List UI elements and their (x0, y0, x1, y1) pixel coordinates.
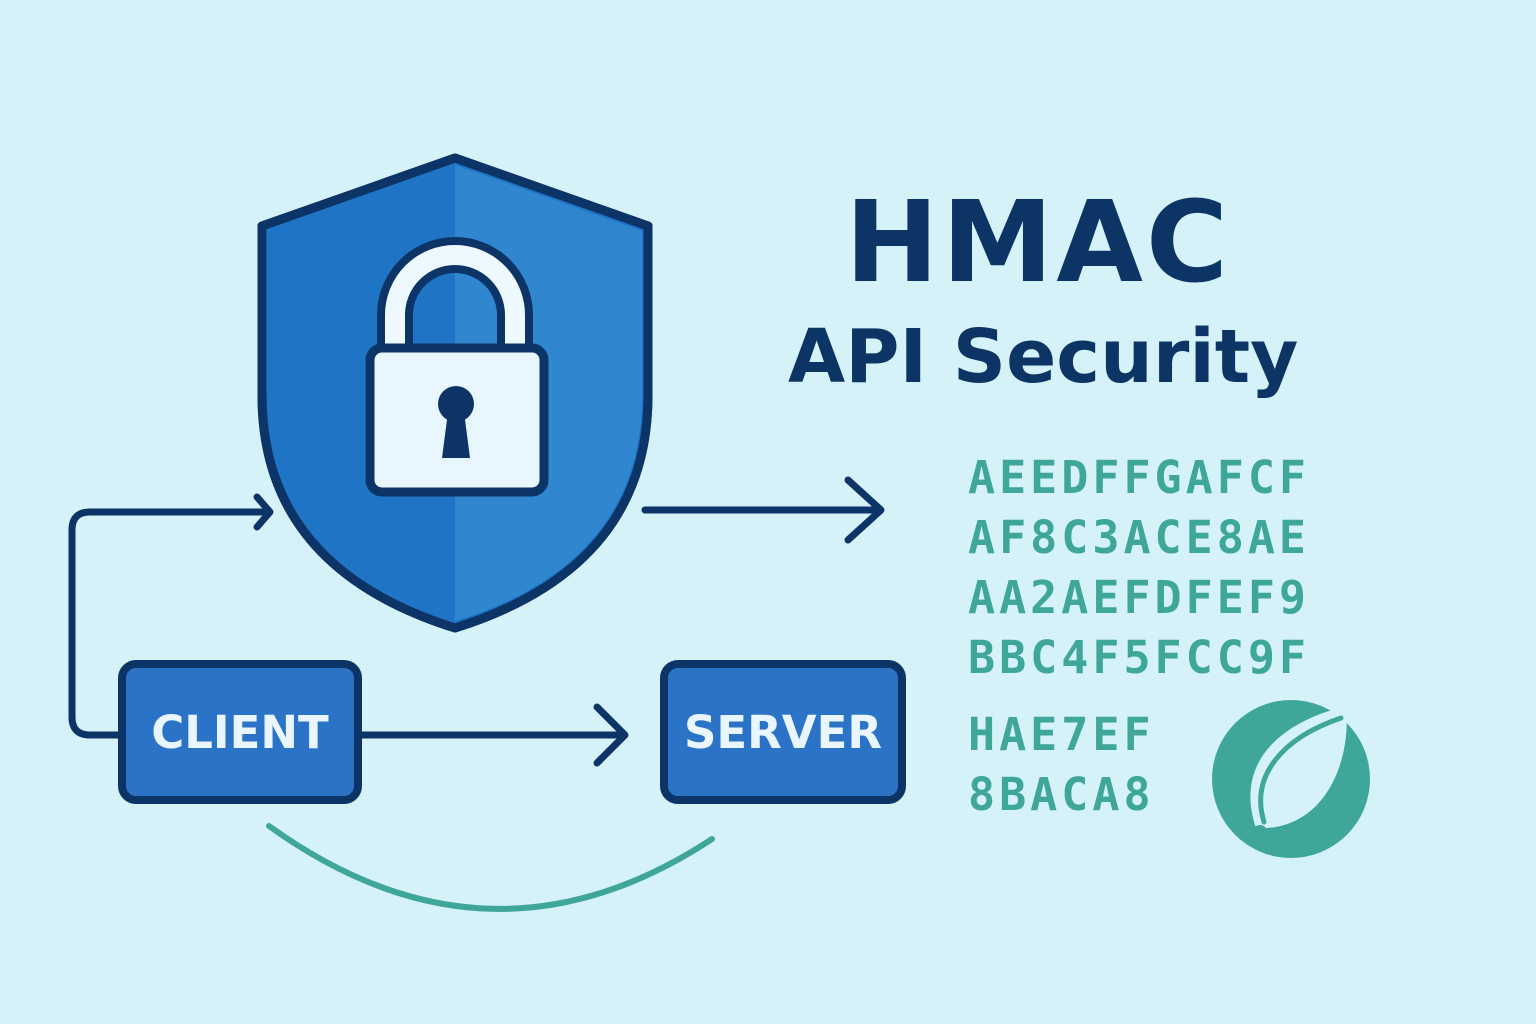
page-title: HMAC (845, 178, 1232, 308)
hash-line-1: AEEDFFGAFCF (968, 451, 1311, 504)
leaf-logo-icon (1212, 700, 1370, 858)
request-arrow-head (593, 703, 629, 767)
client-node: CLIENT (118, 660, 362, 804)
hash-line-5: HAE7EF (968, 708, 1155, 761)
hash-line-2: AF8C3ACE8AE (968, 511, 1311, 564)
page-subtitle: API Security (788, 314, 1299, 400)
server-node: SERVER (660, 660, 906, 804)
padlock-icon (365, 237, 549, 497)
hash-line-6: 8BACA8 (968, 768, 1155, 821)
hash-line-4: BBC4F5FCC9F (968, 631, 1311, 684)
keyhole-icon (438, 386, 474, 422)
loop-connector-arrowhead (253, 493, 274, 531)
output-arrow-head (844, 476, 885, 544)
client-label: CLIENT (151, 705, 329, 759)
loop-connector-line (68, 508, 269, 739)
server-label: SERVER (683, 705, 883, 759)
hash-line-3: AA2AEFDFEF9 (968, 571, 1311, 624)
response-curve (266, 823, 715, 912)
